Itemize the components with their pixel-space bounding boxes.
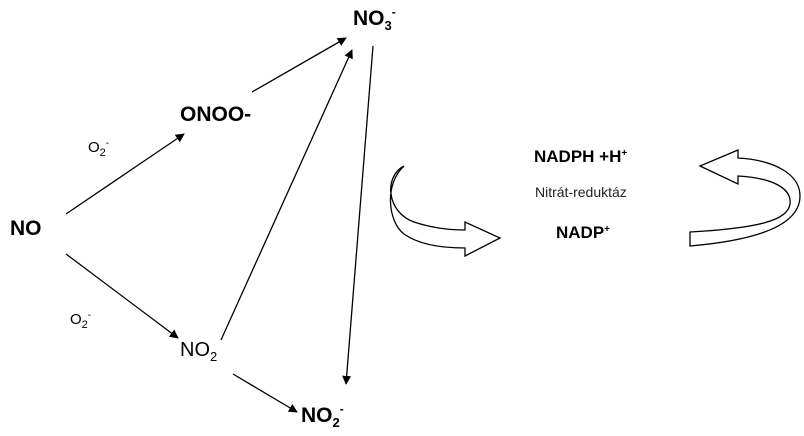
cycle-nadph-sup: +	[621, 148, 628, 159]
cycle-nadph-text: NADPH +H	[534, 147, 622, 166]
node-no3-sup: -	[391, 5, 396, 19]
node-onoo: ONOO-	[180, 103, 252, 126]
arrow-no-to-no2	[65, 253, 179, 339]
edge-label-o2-upper: O2-	[88, 138, 110, 159]
arrow-onoo-to-no3	[251, 37, 347, 93]
cycle-enzyme: Nitrát-reduktáz	[535, 184, 627, 200]
node-no3: NO3-	[353, 5, 396, 32]
node-no2-base: NO	[180, 339, 210, 361]
o2-lower-base: O	[70, 311, 82, 328]
cycle-arrow-right	[689, 149, 801, 247]
node-no: NO	[10, 217, 42, 240]
arrow-no3-to-nitrite	[342, 45, 374, 385]
cycle-nadp-text: NADP	[556, 223, 605, 242]
arrow-no2-to-nitrite	[232, 373, 298, 413]
o2-upper-base: O	[88, 139, 100, 156]
node-nitrite-sub: 2	[332, 415, 340, 430]
node-nitrite-base: NO	[301, 404, 333, 427]
edge-label-o2-lower: O2-	[70, 310, 92, 331]
node-nitrite-sup: -	[339, 402, 344, 416]
o2-upper-sub: 2	[99, 147, 106, 159]
cycle-nadp: NADP+	[556, 224, 610, 241]
arrow-no-to-onoo	[65, 133, 185, 215]
node-no2: NO2	[180, 339, 217, 363]
cycle-nadp-sup: +	[604, 224, 611, 235]
node-no3-sub: 3	[384, 18, 392, 33]
cycle-arrow-left	[389, 165, 502, 258]
node-no2-sub: 2	[210, 349, 218, 364]
o2-lower-sup: -	[87, 310, 92, 321]
node-no3-base: NO	[353, 7, 385, 30]
o2-upper-sup: -	[105, 138, 110, 149]
node-nitrite: NO2-	[301, 402, 344, 429]
o2-lower-sub: 2	[81, 319, 88, 331]
arrow-no2-to-no3	[220, 49, 353, 341]
cycle-nadph: NADPH +H+	[534, 148, 627, 165]
